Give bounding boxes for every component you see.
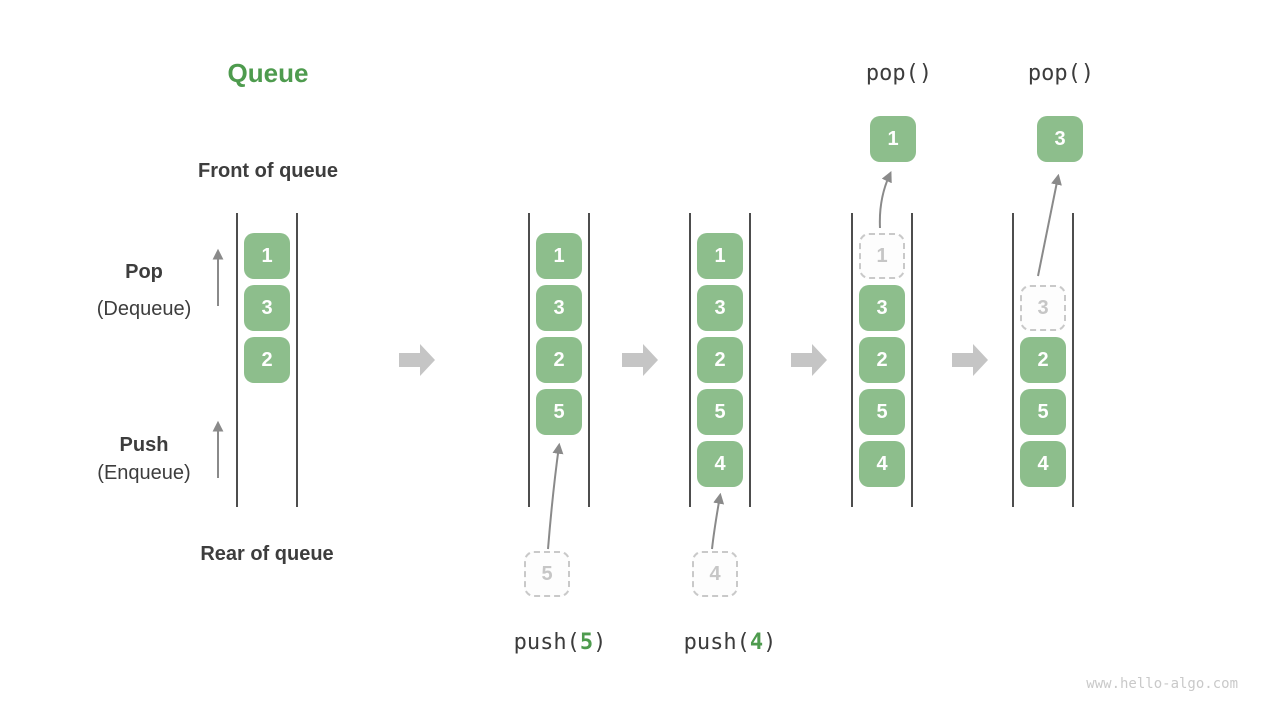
queue-cell: 4	[697, 441, 743, 487]
pop-call-label: pop()	[865, 61, 933, 86]
queue-cell: 3	[697, 285, 743, 331]
queue-ghost-cell: 3	[1020, 285, 1066, 331]
queue-cell: 2	[697, 337, 743, 383]
queue-state-initial: 1 3 2	[236, 213, 298, 507]
queue-cell: 5	[859, 389, 905, 435]
enqueue-label: (Enqueue)	[97, 462, 191, 484]
state-transition-arrow-icon	[399, 344, 435, 376]
popped-cell: 3	[1037, 116, 1083, 162]
watermark: www.hello-algo.com	[1086, 676, 1238, 692]
queue-state-after-pop-1: 1 3 2 5 4	[851, 213, 913, 507]
queue-cell: 3	[859, 285, 905, 331]
incoming-cell: 5	[524, 551, 570, 597]
queue-cell: 5	[697, 389, 743, 435]
rear-of-queue-label: Rear of queue	[200, 543, 334, 565]
queue-rail-left	[689, 213, 691, 507]
queue-cell: 4	[859, 441, 905, 487]
push-arg-text: 4	[749, 630, 764, 655]
queue-state-after-push-4: 1 3 2 5 4	[689, 213, 751, 507]
queue-cell: 5	[536, 389, 582, 435]
queue-cell: 3	[536, 285, 582, 331]
push-close-text: )	[593, 630, 607, 655]
state-transition-arrow-icon	[791, 344, 827, 376]
queue-state-after-push-5: 1 3 2 5	[528, 213, 590, 507]
queue-rail-left	[528, 213, 530, 507]
queue-cell: 2	[536, 337, 582, 383]
incoming-cell: 4	[692, 551, 738, 597]
push-close-text: )	[763, 630, 777, 655]
push-4-call-label: push(4)	[650, 630, 810, 655]
front-of-queue-label: Front of queue	[198, 160, 338, 182]
queue-rail-left	[236, 213, 238, 507]
push-arg-text: 5	[579, 630, 594, 655]
pop-call-label: pop()	[1027, 61, 1095, 86]
push-5-call-label: push(5)	[480, 630, 640, 655]
queue-ghost-cell: 1	[859, 233, 905, 279]
push-label: Push	[119, 434, 169, 456]
queue-rail-right	[296, 213, 298, 507]
pop-label: Pop	[125, 261, 163, 283]
queue-state-after-pop-3: 3 2 5 4	[1012, 213, 1074, 507]
queue-rail-right	[1072, 213, 1074, 507]
queue-cell: 2	[859, 337, 905, 383]
diagram-title: Queue	[227, 58, 309, 88]
popped-cell: 1	[870, 116, 916, 162]
dequeue-label: (Dequeue)	[96, 298, 192, 320]
queue-cell: 2	[1020, 337, 1066, 383]
queue-rail-left	[851, 213, 853, 507]
queue-rail-left	[1012, 213, 1014, 507]
push-fn-text: push(	[683, 630, 750, 655]
push-fn-text: push(	[513, 630, 580, 655]
queue-rail-right	[588, 213, 590, 507]
state-transition-arrow-icon	[952, 344, 988, 376]
queue-cell: 1	[536, 233, 582, 279]
state-transition-arrow-icon	[622, 344, 658, 376]
queue-cell: 1	[697, 233, 743, 279]
queue-rail-right	[911, 213, 913, 507]
queue-cell: 1	[244, 233, 290, 279]
queue-rail-right	[749, 213, 751, 507]
queue-cell: 2	[244, 337, 290, 383]
queue-cell: 3	[244, 285, 290, 331]
queue-cell: 5	[1020, 389, 1066, 435]
queue-cell: 4	[1020, 441, 1066, 487]
